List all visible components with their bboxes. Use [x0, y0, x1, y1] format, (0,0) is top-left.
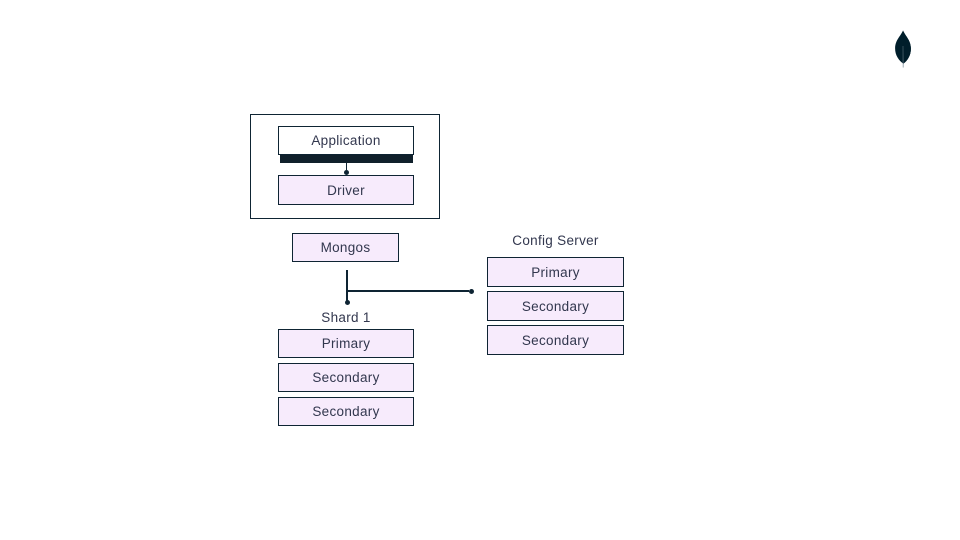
shard1-secondary-node-2: Secondary [278, 397, 414, 426]
shard1-primary-label: Primary [321, 336, 371, 351]
mongos-to-config-connector-line [347, 290, 469, 292]
application-node: Application [278, 126, 414, 155]
config-primary-node: Primary [487, 257, 624, 287]
application-underline-bar [280, 155, 413, 163]
shard1-secondary-node-1: Secondary [278, 363, 414, 392]
shard1-secondary-label-1: Secondary [312, 370, 380, 385]
mongodb-leaf-svg [895, 30, 911, 68]
driver-node: Driver [278, 175, 414, 205]
mongos-to-shard-connector-line [346, 270, 348, 301]
driver-label: Driver [327, 182, 365, 198]
app-to-driver-connector-line [345, 163, 348, 170]
mongos-to-config-arrow-dot [468, 288, 474, 294]
mongos-node: Mongos [292, 233, 399, 262]
config-secondary-label-2: Secondary [521, 332, 590, 348]
shard1-title: Shard 1 [321, 310, 371, 325]
shard1-secondary-label-2: Secondary [312, 404, 380, 419]
config-secondary-node-1: Secondary [487, 291, 624, 321]
mongodb-leaf-icon [894, 30, 912, 68]
config-server-title: Config Server [512, 233, 599, 248]
config-secondary-node-2: Secondary [487, 325, 624, 355]
config-secondary-label-1: Secondary [521, 298, 590, 314]
config-primary-label: Primary [531, 264, 580, 280]
mongos-to-shard-arrow-dot [344, 300, 350, 305]
application-label: Application [311, 133, 381, 148]
shard1-primary-node: Primary [278, 329, 414, 358]
mongos-label: Mongos [320, 240, 371, 255]
app-to-driver-arrow-dot [344, 169, 349, 175]
